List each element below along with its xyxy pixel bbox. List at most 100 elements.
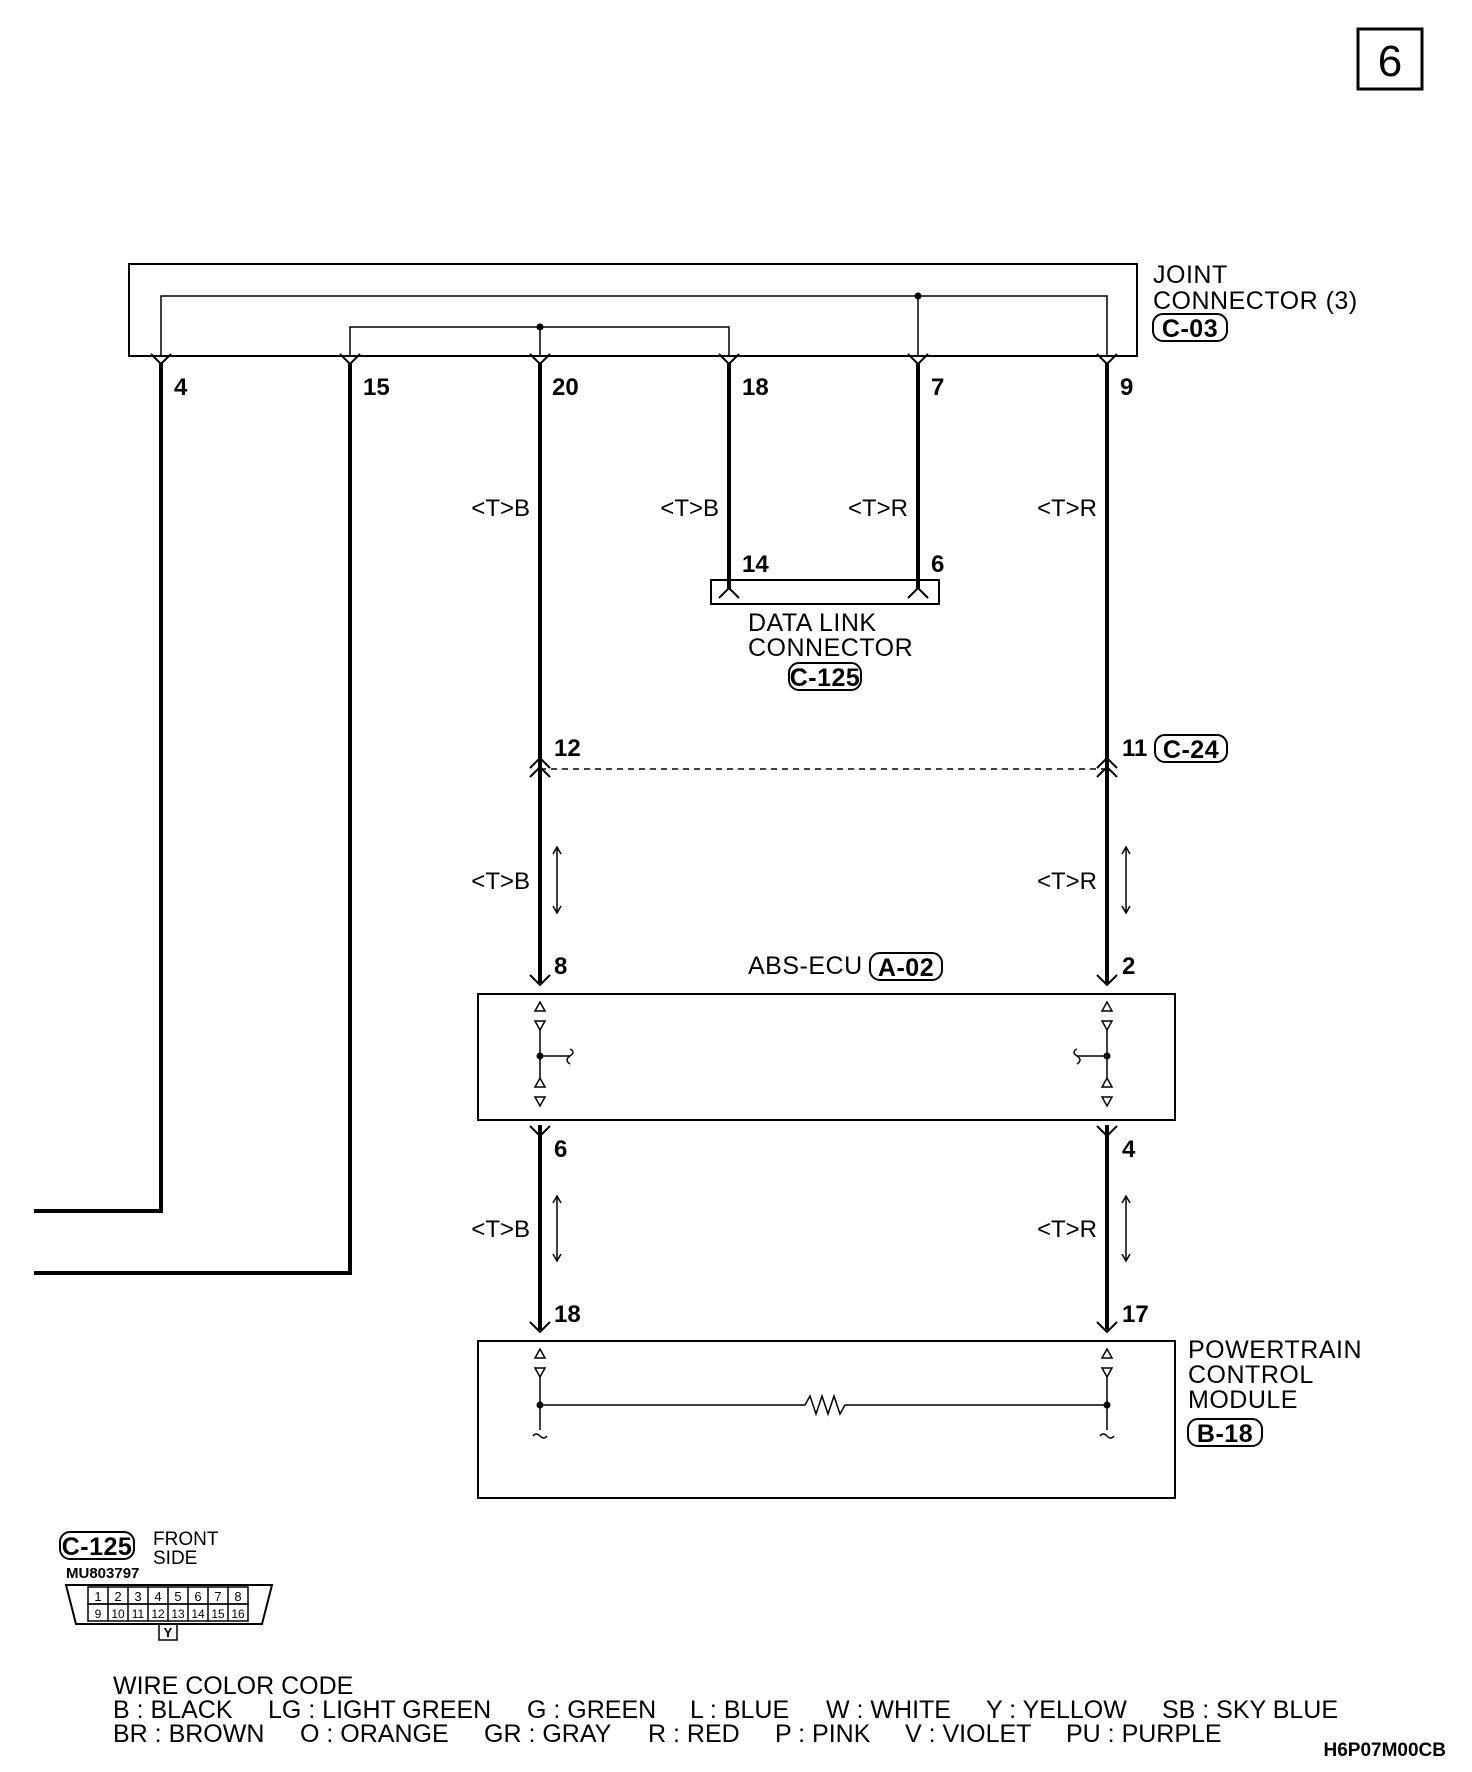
wire-color-abs-left-upper: <T>B [471,868,530,895]
c24-pin-12: 12 [554,735,581,762]
data-link-connector: 14 6 DATA LINK CONNECTOR C-125 [710,551,944,692]
abs-ecu-box [477,993,1176,1121]
wire-color-legend: WIRE COLOR CODE B : BLACK LG : LIGHT GRE… [113,1672,1338,1748]
abs-connector-id: A-02 [878,954,934,982]
svg-text:11: 11 [132,1607,145,1621]
dlc-pin-14: 14 [742,551,769,578]
svg-text:1: 1 [94,1589,101,1604]
svg-text:7: 7 [214,1589,221,1604]
svg-text:14: 14 [191,1607,205,1621]
face-row2: 9 10 11 12 13 14 15 16 [95,1607,245,1621]
abs-ecu: 8 2 ABS-ECU A-02 [477,952,1176,1163]
page-number-box: 6 [1356,27,1424,91]
joint-bus-outer [160,295,1108,356]
svg-text:3: 3 [134,1589,141,1604]
abs-pin-8: 8 [554,953,567,980]
legend-y: Y : YELLOW [986,1696,1127,1724]
c24-pin-11: 11 [1122,735,1147,762]
dlc-connector-id: C-125 [790,664,861,692]
svg-text:9: 9 [95,1607,102,1621]
legend-p: P : PINK [775,1720,871,1748]
legend-b: B : BLACK [113,1696,233,1724]
face-connector-id: C-125 [62,1533,133,1561]
wire-pin15 [34,362,352,1275]
wire-color-abs-right-lower: <T>R [1037,1216,1097,1243]
c24-connector-id: C-24 [1163,736,1219,764]
legend-sb: SB : SKY BLUE [1162,1696,1338,1724]
legend-title: WIRE COLOR CODE [113,1672,353,1700]
wire-color-abs-right-upper: <T>R [1037,868,1097,895]
svg-text:6: 6 [194,1589,201,1604]
diagram-code: H6P07M00CB [1324,1740,1447,1761]
legend-w: W : WHITE [826,1696,951,1724]
abs-pin-4: 4 [1122,1136,1136,1163]
joint-pin-4: 4 [174,374,188,401]
wire-harness [34,362,1109,1330]
abs-ecu-label: ABS-ECU [748,952,863,980]
svg-text:13: 13 [171,1607,185,1621]
joint-pin-20: 20 [552,374,579,401]
dlc-label-2: CONNECTOR [748,634,913,662]
joint-connector-label-1: JOINT [1153,261,1228,289]
dlc-box [710,579,940,605]
data-arrows-upper [552,845,1131,915]
legend-lg: LG : LIGHT GREEN [268,1696,491,1724]
intermediate-connector: 12 11 C-24 [529,734,1228,778]
wire-color-9: <T>R [1037,495,1097,522]
svg-text:12: 12 [151,1607,165,1621]
face-part-number: MU803797 [66,1565,139,1582]
face-row1: 1 2 3 4 5 6 7 8 [94,1589,241,1604]
legend-br: BR : BROWN [113,1720,264,1748]
joint-pin-9: 9 [1120,374,1133,401]
legend-pu: PU : PURPLE [1066,1720,1222,1748]
svg-text:4: 4 [154,1589,161,1604]
svg-text:2: 2 [114,1589,121,1604]
legend-gr: GR : GRAY [484,1720,612,1748]
splice-dot-20 [536,323,544,331]
abs-pin-6: 6 [554,1136,567,1163]
svg-text:16: 16 [231,1607,245,1621]
wire-color-abs-left-lower: <T>B [471,1216,530,1243]
legend-g: G : GREEN [527,1696,656,1724]
pcm-connector-id: B-18 [1197,1420,1253,1448]
joint-connector-id: C-03 [1162,315,1218,343]
dlc-label-1: DATA LINK [748,609,877,637]
termination-resistor [540,1393,1107,1417]
joint-connector: 4 15 20 18 7 9 JOINT CONNECTOR (3) C-03 [128,261,1358,401]
legend-v: V : VIOLET [905,1720,1031,1748]
joint-pin-15: 15 [363,374,390,401]
pcm-pin-18: 18 [554,1301,581,1328]
pcm-label-2: CONTROL [1188,1361,1314,1389]
pcm-label-1: POWERTRAIN [1188,1336,1362,1364]
pcm-pin-17: 17 [1122,1301,1149,1328]
svg-text:8: 8 [234,1589,241,1604]
pcm-box [477,1340,1176,1499]
abs-pin-2: 2 [1122,953,1135,980]
legend-l: L : BLUE [690,1696,789,1724]
pcm-label-3: MODULE [1188,1386,1298,1414]
wire-color-7: <T>R [848,495,908,522]
svg-text:5: 5 [174,1589,181,1604]
legend-o: O : ORANGE [300,1720,449,1748]
dlc-pin-6: 6 [931,551,944,578]
face-color-mark: Y [164,1625,173,1640]
joint-connector-box [128,263,1138,357]
wire-color-20: <T>B [471,495,530,522]
joint-connector-label-2: CONNECTOR (3) [1153,287,1358,315]
svg-text:10: 10 [111,1607,125,1621]
face-side-2: SIDE [153,1548,197,1569]
joint-pin-18: 18 [742,374,769,401]
legend-r: R : RED [648,1720,740,1748]
page-number: 6 [1378,37,1402,86]
face-pin-grid [87,1586,249,1622]
face-side-1: FRONT [153,1529,219,1550]
wire-color-18: <T>B [660,495,719,522]
data-arrows-lower [552,1194,1131,1263]
splice-dot-7 [914,292,922,300]
wire-pin4 [34,362,163,1213]
connector-face-view: C-125 FRONT SIDE MU803797 1 2 3 4 5 6 7 … [59,1529,274,1641]
svg-text:15: 15 [211,1607,225,1621]
face-outline [64,1584,274,1625]
powertrain-control-module: 18 17 POWERTRAIN CONTROL MODULE B-18 [477,1301,1362,1499]
